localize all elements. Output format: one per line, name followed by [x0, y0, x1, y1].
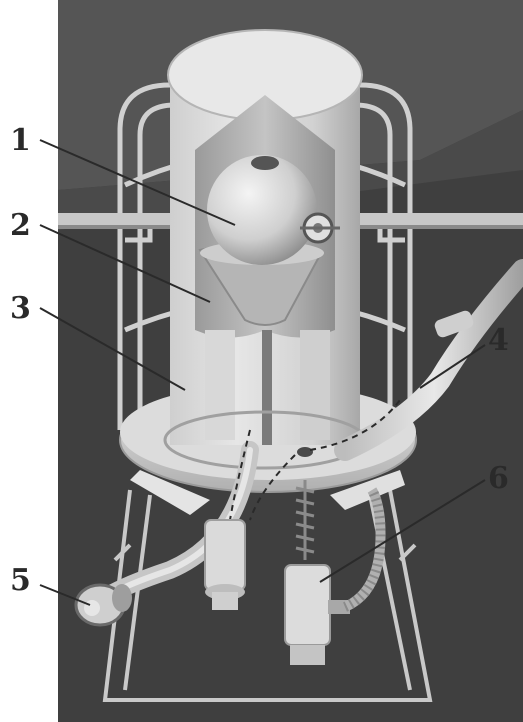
callout-6: 6 — [488, 461, 509, 496]
callout-1: 1 — [10, 123, 31, 158]
callout-3: 3 — [10, 291, 31, 326]
callout-2: 2 — [10, 208, 31, 243]
lower-cylinder-left — [205, 520, 245, 610]
callout-4: 4 — [488, 323, 509, 358]
callout-5: 5 — [10, 563, 31, 598]
